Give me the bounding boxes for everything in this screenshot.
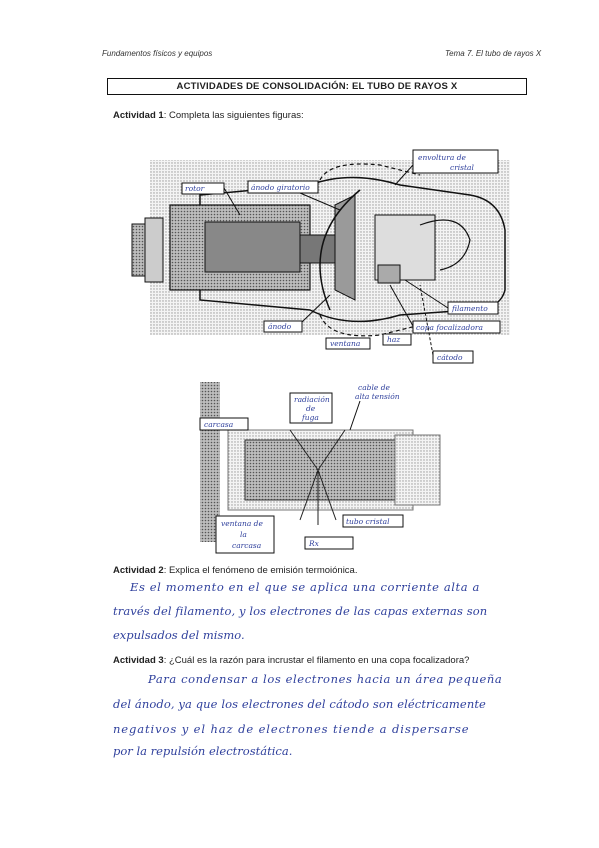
label-radiacion-text-2: de (306, 404, 316, 413)
glass-envelope-dashed (319, 163, 421, 337)
label-rotor: rotor (181, 182, 241, 216)
anode-disk (334, 194, 356, 301)
socket-ring (144, 217, 164, 283)
activity-2-answer-line-2: través del filamento, y los electrones d… (113, 604, 488, 618)
page-title: ACTIVIDADES DE CONSOLIDACIÓN: EL TUBO DE… (107, 78, 527, 95)
activity-2-text: : Explica el fenómeno de emisión termoió… (163, 565, 358, 576)
label-anodo-giratorio-text: ánodo giratorio (251, 183, 310, 192)
label-envoltura: envoltura de cristal (394, 149, 499, 186)
activity-3-answer-line-4: por la repulsión electrostática. (113, 744, 293, 758)
label-radiacion-text-1: radiación (294, 395, 330, 404)
label-filamento: filamento (404, 279, 499, 315)
label-carcasa-text: carcasa (204, 420, 233, 429)
envelope-arc (319, 189, 361, 311)
label-radiacion-fuga: radiación de fuga (289, 392, 333, 424)
label-catodo-text: cátodo (437, 353, 463, 362)
activity-1-label: Actividad 1 (113, 110, 164, 121)
housing-rays (289, 429, 346, 525)
label-copa: copa focalizadora (389, 284, 501, 334)
activity-2-answer-line-3: expulsados del mismo. (113, 628, 245, 642)
housing-tube (244, 439, 396, 501)
label-ventana: ventana (325, 337, 371, 350)
activity-3-label: Actividad 3 (113, 655, 164, 666)
label-copa-text: copa focalizadora (416, 323, 483, 332)
label-ventana-carcasa-text-1: ventana de (221, 519, 263, 528)
label-cable-text-1: cable de (358, 383, 390, 392)
header-subject: Fundamentos físicos y equipos (102, 49, 213, 58)
label-anodo-text: ánodo (268, 322, 292, 331)
activity-2-answer-line-1: Es el momento en el que se aplica una co… (130, 580, 480, 594)
activity-2-label: Actividad 2 (113, 565, 164, 576)
activity-3-prompt: Actividad 3: ¿Cuál es la razón para incr… (113, 655, 469, 666)
label-rotor-text: rotor (185, 184, 205, 193)
label-envoltura-text-1: envoltura de (418, 153, 467, 162)
label-anodo-giratorio: ánodo giratorio (247, 180, 341, 211)
label-haz-text: haz (387, 335, 400, 344)
label-rx-text: Rx (308, 539, 320, 548)
label-rx: Rx (304, 536, 354, 550)
label-radiacion-text-3: fuga (301, 413, 319, 422)
label-tubo-text: tubo cristal (346, 517, 390, 526)
label-tubo-cristal: tubo cristal (342, 514, 404, 528)
cathode-wires (419, 219, 471, 271)
label-anodo: ánodo (263, 294, 331, 333)
label-filamento-text: filamento (451, 304, 488, 313)
label-ventana-carcasa: ventana de la carcasa (215, 515, 275, 554)
activity-2-prompt: Actividad 2: Explica el fenómeno de emis… (113, 565, 357, 576)
label-cable-text-2: alta tensión (355, 392, 400, 401)
label-ventana-carcasa-text-2: la (240, 530, 247, 539)
cathode-cup (377, 264, 401, 284)
label-catodo: cátodo (419, 284, 474, 364)
label-haz: haz (382, 333, 412, 346)
activity-1-text: : Completa las siguientes figuras: (163, 110, 304, 121)
activity-1-prompt: Actividad 1: Completa las siguientes fig… (113, 110, 304, 121)
activity-3-answer-line-3: negativos y el haz de electrones tiende … (113, 722, 470, 736)
label-ventana-carcasa-text-3: carcasa (232, 541, 261, 550)
activity-3-answer-line-1: Para condensar a los electrones hacia un… (148, 672, 503, 686)
activity-3-text: : ¿Cuál es la razón para incrustar el fi… (163, 655, 470, 666)
label-cable: cable de alta tensión (349, 383, 400, 431)
label-envoltura-text-2: cristal (450, 163, 475, 172)
label-ventana-text: ventana (330, 339, 360, 348)
activity-3-answer-line-2: del ánodo, ya que los electrones del cát… (113, 697, 486, 711)
housing-right (394, 434, 441, 506)
label-carcasa-top: carcasa (199, 417, 249, 431)
glass-envelope (199, 176, 506, 323)
header-topic: Tema 7. El tubo de rayos X (445, 49, 542, 58)
